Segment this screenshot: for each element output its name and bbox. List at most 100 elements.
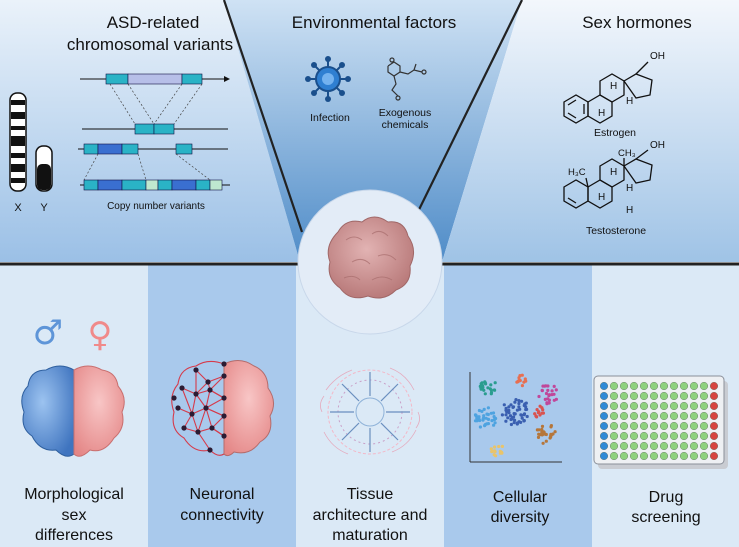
- estrogen-structure: [563, 61, 653, 124]
- well: [660, 452, 669, 461]
- well: [630, 412, 639, 421]
- well: [680, 442, 689, 451]
- chromosomal-title-line1: ASD-related: [107, 13, 200, 32]
- brain-male-half-icon: [21, 365, 75, 457]
- well: [600, 392, 609, 401]
- well: [630, 432, 639, 441]
- cluster-dot: [537, 394, 541, 399]
- cluster-dot: [480, 409, 484, 413]
- well: [710, 442, 719, 451]
- cluster-plot-icon: [473, 373, 559, 458]
- cluster-dot: [489, 390, 494, 395]
- cluster-dot: [540, 406, 544, 410]
- environmental-panel-bg: [224, 0, 522, 262]
- y-label: Y: [40, 202, 48, 214]
- cluster-dot: [506, 416, 510, 420]
- cluster-dot: [547, 401, 551, 405]
- well: [710, 382, 719, 391]
- cluster-dot: [552, 384, 556, 388]
- well: [600, 422, 609, 431]
- well: [620, 422, 629, 431]
- cluster-dot: [533, 412, 537, 416]
- well: [710, 412, 719, 421]
- cluster-dot: [507, 411, 511, 415]
- cluster-dot: [500, 451, 504, 455]
- well: [620, 392, 629, 401]
- cluster-dot: [540, 427, 544, 432]
- cluster-dot: [544, 432, 548, 437]
- well: [660, 402, 669, 411]
- well: [700, 442, 709, 451]
- testosterone-h4: H: [626, 205, 633, 216]
- cluster-dot: [509, 422, 513, 427]
- well: [640, 392, 649, 401]
- cluster-dot: [522, 419, 526, 423]
- well: [690, 392, 699, 401]
- cluster-dot: [520, 416, 524, 420]
- top-region: [0, 0, 739, 262]
- well: [650, 452, 659, 461]
- cluster-dot: [541, 430, 545, 434]
- well: [660, 392, 669, 401]
- cluster-dot: [489, 447, 493, 451]
- well: [660, 422, 669, 431]
- well: [700, 412, 709, 421]
- morphological-label-line2: sex: [62, 507, 87, 524]
- well: [680, 422, 689, 431]
- well: [620, 442, 629, 451]
- cluster-dot: [519, 413, 524, 417]
- cluster-dot: [517, 401, 521, 406]
- well: [690, 382, 699, 391]
- cluster-dot: [513, 418, 517, 422]
- testosterone-structure: [563, 149, 653, 209]
- well: [670, 402, 679, 411]
- estrogen-h3: H: [598, 108, 605, 119]
- cluster-dot: [486, 406, 490, 410]
- cluster-dot: [481, 385, 485, 390]
- well: [700, 382, 709, 391]
- cluster-dot: [511, 405, 516, 409]
- cluster-dot: [524, 401, 528, 405]
- well: [610, 442, 619, 451]
- testosterone-ch3: CH₃: [618, 148, 636, 159]
- cluster-dot: [482, 414, 486, 418]
- cluster-dot: [489, 383, 493, 387]
- tissue-label-line3: maturation: [332, 527, 408, 544]
- hormones-title: Sex hormones: [582, 13, 692, 32]
- well: [650, 412, 659, 421]
- cluster-dot: [538, 413, 542, 417]
- cluster-dot: [518, 374, 522, 378]
- tissue-label-line2: architecture and: [313, 507, 428, 524]
- well: [650, 392, 659, 401]
- cluster-dot: [482, 407, 486, 411]
- cluster-dot: [513, 400, 517, 404]
- cluster-dot: [493, 381, 497, 385]
- cluster-dot: [473, 419, 478, 423]
- cluster-dot: [475, 416, 479, 420]
- cluster-dot: [481, 417, 485, 421]
- chromosomal-panel: ASD-related chromosomal variants X Y: [9, 13, 233, 214]
- cluster-dot: [553, 430, 557, 434]
- well: [640, 422, 649, 431]
- well: [610, 392, 619, 401]
- well: [630, 382, 639, 391]
- cluster-dot: [507, 405, 511, 409]
- cluster-dot: [500, 413, 504, 417]
- cluster-dot: [554, 388, 558, 392]
- cluster-dot: [547, 398, 552, 402]
- well: [690, 452, 699, 461]
- cluster-dot: [486, 422, 490, 426]
- well: [690, 432, 699, 441]
- tissue-panel: Tissue architecture and maturation: [313, 367, 428, 544]
- well: [620, 382, 629, 391]
- well-grid: [600, 382, 719, 461]
- well: [710, 402, 719, 411]
- well: [680, 392, 689, 401]
- cluster-dot: [490, 450, 494, 454]
- testosterone-h3: H: [598, 192, 605, 203]
- well: [670, 432, 679, 441]
- cluster-dot: [550, 393, 554, 397]
- well: [690, 412, 699, 421]
- drug-label-line2: screening: [631, 509, 700, 526]
- cluster-dot: [549, 434, 553, 438]
